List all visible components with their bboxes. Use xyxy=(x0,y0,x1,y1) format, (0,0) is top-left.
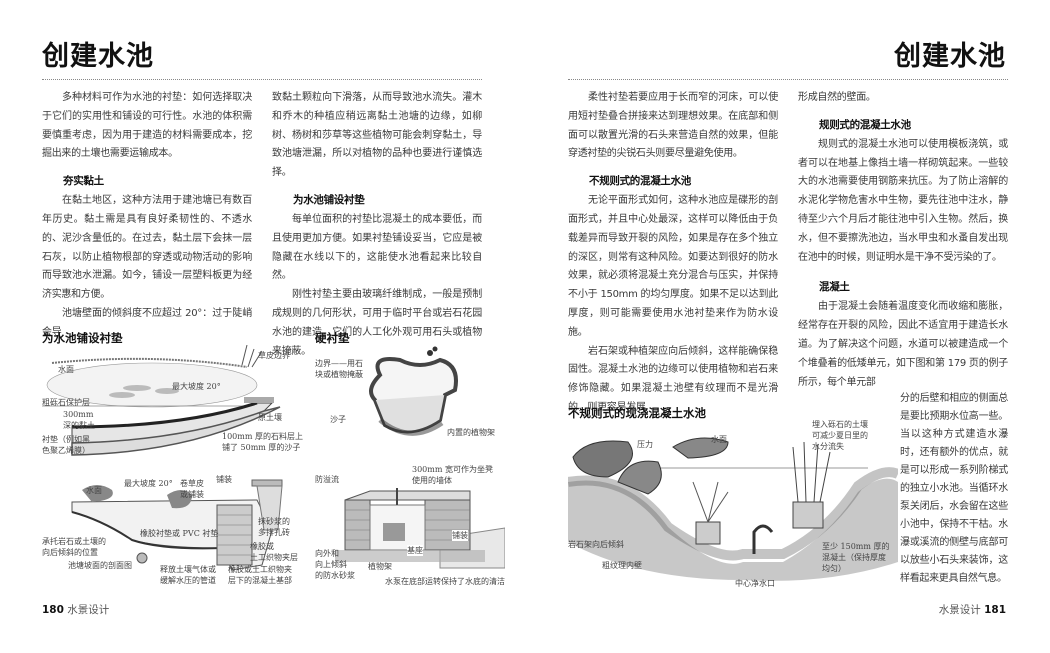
flexible-liner-paragraph: 柔性衬垫若要应用于长而窄的河床，可以使用短衬垫叠合拼接来达到理想效果。在底部和侧… xyxy=(568,92,778,160)
label-clay: 深的黏土 xyxy=(63,421,95,430)
section-heading-formal-concrete: 规则式的混凝土水池 xyxy=(819,118,911,131)
label-center-drain: 中心净水口 xyxy=(735,579,775,588)
rock-shelf-paragraph-continued: 形成自然的壁面。 xyxy=(798,92,876,103)
footer-left: 180 水景设计 xyxy=(42,602,109,617)
label-pump: 水泵在底部运转保持了水底的清洁 xyxy=(385,577,505,586)
label-mortar-3: 的防水砂浆 xyxy=(315,571,355,580)
label-rim: 边界——用石 xyxy=(315,359,363,368)
page-number-right: 181 xyxy=(984,604,1006,616)
label-water-surface: 水面 xyxy=(58,365,74,374)
label-roll-turf-2: 或铺装 xyxy=(180,490,204,499)
liner-paragraph: 每单位面积的衬垫比混凝土的成本要低，而且使用更加方便。如果衬垫铺设妥当，它应是被… xyxy=(272,213,482,282)
label-concrete-base: 橡胶或土工织物夹 xyxy=(228,565,292,574)
section-heading-liner: 为水池铺设衬垫 xyxy=(293,193,365,206)
right-column-2: 形成自然的壁面。 规则式的混凝土水池 规则式的混凝土水池可以使用模板浇筑，或者可… xyxy=(798,89,1008,392)
label-paving: 铺装 xyxy=(216,475,232,484)
page-title-left: 创建水池 xyxy=(42,41,154,72)
label-water-surface-3: 水面 xyxy=(711,435,727,444)
label-max-slope-2: 最大坡度 20° xyxy=(124,479,173,488)
label-overflow: 防溢流 xyxy=(315,475,339,484)
label-geotextile-2: 土工织物夹层 xyxy=(250,553,298,562)
clay-paragraph-continued: 致黏土颗粒向下滑落，从而导致池水流失。灌木和乔木的种植应稍远离黏土池塘的边缘，如… xyxy=(272,92,482,179)
slope-paragraph: 池塘壁面的倾斜度不应超过 20°：过于陡峭会导 xyxy=(42,307,252,338)
label-mortar-2: 向上倾斜 xyxy=(315,560,347,569)
label-concrete-thickness: 至少 150mm 厚的 xyxy=(822,542,890,551)
concrete-paragraph-continued: 分的后壁和相应的侧面总是要比预期水位高一些。当以这种方式建造水瀑时，还有额外的优… xyxy=(900,393,1008,584)
right-column-2-narrow: 分的后壁和相应的侧面总是要比预期水位高一些。当以这种方式建造水瀑时，还有额外的优… xyxy=(900,390,1008,588)
label-paving-2: 铺装 xyxy=(452,530,468,541)
rigid-liner-illustration xyxy=(369,346,458,436)
label-slope-section: 池塘坡面的剖面图 xyxy=(68,561,132,570)
label-gravel-soil-2: 可减少夏日里的 xyxy=(812,431,868,440)
pond-slope-section-illustration xyxy=(71,479,283,571)
page-number-left: 180 xyxy=(42,604,64,616)
label-plant-shelf: 植物架 xyxy=(368,562,392,571)
label-sand: 沙子 xyxy=(330,415,346,424)
label-liner: 衬垫（例如黑 xyxy=(42,435,90,444)
label-rubber-liner: 橡胶衬垫或 PVC 衬垫 xyxy=(140,529,219,538)
label-turf-edge: 草皮边界 xyxy=(258,351,290,360)
label-brick: 抹砂浆的 xyxy=(258,517,290,526)
label-foundation: 基座 xyxy=(407,545,423,556)
figure-title-rigid-liner: 硬衬垫 xyxy=(315,331,350,345)
label-built-in-shelf: 内置的植物架 xyxy=(447,428,495,437)
label-max-slope: 最大坡度 20° xyxy=(172,382,221,391)
label-concrete-thickness-2: 混凝土（保持厚度 xyxy=(822,553,886,562)
raised-pond-illustration xyxy=(335,488,505,569)
label-concrete-thickness-3: 均匀） xyxy=(822,564,846,573)
label-geotextile: 橡胶或 xyxy=(250,542,274,551)
label-roll-turf: 卷草皮 xyxy=(180,479,204,488)
liner-cross-section-illustration xyxy=(42,345,281,456)
section-heading-informal-concrete: 不规则式的混凝土水池 xyxy=(589,175,691,188)
left-column-1: 多种材料可作为水池的衬垫：如何选择取决于它们的实用性和铺设的可行性。水池的体积需… xyxy=(42,89,252,343)
figure-title-liner: 为水池铺设衬垫 xyxy=(42,331,123,345)
left-column-2: 致黏土颗粒向下滑落，从而导致池水流失。灌木和乔木的种植应稍远离黏土池塘的边缘，如… xyxy=(272,89,482,361)
label-water-surface-2: 水面 xyxy=(86,486,102,495)
title-divider-right xyxy=(568,79,1008,80)
title-divider-left xyxy=(42,79,482,80)
label-clay-depth: 300mm xyxy=(63,410,94,419)
label-sand-layer: 铺了 50mm 厚的沙子 xyxy=(222,443,301,452)
figure-title-informal-concrete: 不规则式的现浇混凝土水池 xyxy=(568,406,706,420)
label-rock-shelf: 承托岩石或土壤的 xyxy=(42,537,106,546)
section-name-right: 水景设计 xyxy=(938,604,981,616)
section-heading-concrete: 混凝土 xyxy=(819,281,850,294)
label-stone-layer: 100mm 厚的石料层上 xyxy=(222,432,303,441)
formal-concrete-paragraph: 规则式的混凝土水池可以使用模板浇筑，或者可以在地基上像挡土墙一样砌筑起来。一些较… xyxy=(798,138,1008,263)
label-subsoil: 原土壤 xyxy=(258,413,282,422)
intro-paragraph: 多种材料可作为水池的衬垫：如何选择取决于它们的实用性和铺设的可行性。水池的体积需… xyxy=(42,92,252,160)
section-heading-clay: 夯实黏土 xyxy=(63,175,104,188)
label-concrete-base-2: 层下的混凝土基部 xyxy=(228,576,292,585)
label-seat-wall-2: 使用的墙体 xyxy=(412,476,452,485)
label-rock-shelf-tilt: 岩石架向后倾斜 xyxy=(568,540,624,549)
label-gravel-soil: 埋入砾石的土壤 xyxy=(812,420,868,429)
label-rough-wall: 粗纹理内壁 xyxy=(602,561,642,570)
footer-right: 水景设计 181 xyxy=(939,602,1006,617)
label-rim-2: 块或植物掩蔽 xyxy=(315,370,363,379)
label-gravel-layer: 粗砾石保护层 xyxy=(42,398,90,407)
section-name-left: 水景设计 xyxy=(67,604,110,616)
rigid-liner-paragraph: 刚性衬垫主要由玻璃纤维制成，一般是预制成规则的几何形状，可用于临时平台或岩石花园… xyxy=(272,289,482,357)
label-pressure: 压力 xyxy=(637,440,653,449)
right-column-1: 柔性衬垫若要应用于长而窄的河床，可以使用短衬垫叠合拼接来达到理想效果。在底部和侧… xyxy=(568,89,778,418)
rock-shelf-paragraph: 岩石架或种植架应向后倾斜，这样能确保稳固性。混凝土水池的边缘可以使用植物和岩石来… xyxy=(568,345,778,413)
label-vent-pipe: 释放土壤气体或 xyxy=(160,565,216,574)
label-seat-wall: 300mm 宽可作为坐凳 xyxy=(412,465,493,474)
label-gravel-soil-3: 水分流失 xyxy=(812,442,844,451)
label-mortar: 向外和 xyxy=(315,549,339,558)
informal-concrete-paragraph: 无论平面形式如何，这种水池应是碟形的剖面形式，并且中心处最深，这样可以降低由于负… xyxy=(568,195,778,338)
label-liner-2: 色聚乙烯膜） xyxy=(42,446,90,455)
label-brick-2: 多排孔砖 xyxy=(258,528,290,537)
concrete-paragraph: 由于混凝土会随着温度变化而收缩和膨胀，经常存在开裂的风险，因此不适宜用于建造长水… xyxy=(798,301,1008,388)
page-title-right: 创建水池 xyxy=(894,41,1006,72)
clay-paragraph: 在黏土地区，这种方法用于建池塘已有数百年历史。黏土需是具有良好柔韧性的、不透水的… xyxy=(42,195,252,301)
label-vent-pipe-2: 缓解水压的管道 xyxy=(160,576,216,585)
informal-concrete-pond-illustration xyxy=(568,437,898,581)
label-rock-shelf-2: 向后倾斜的位置 xyxy=(42,548,98,557)
